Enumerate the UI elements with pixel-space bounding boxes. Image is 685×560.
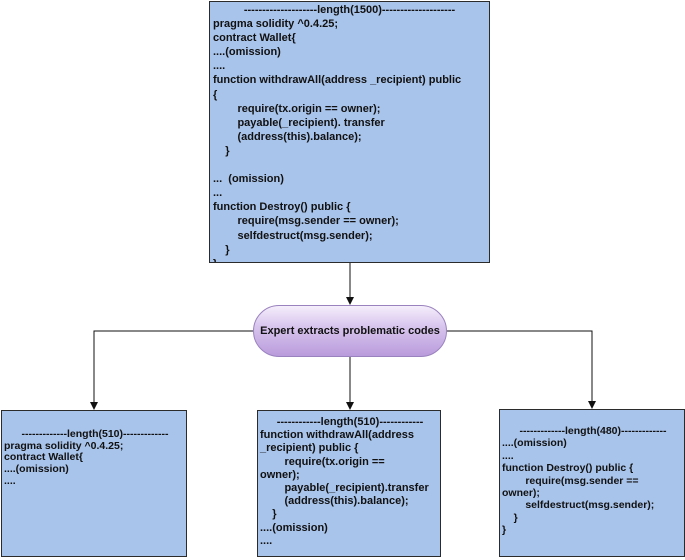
source-code-box: --------------------length(1500)--------… (209, 1, 490, 263)
code-line: owner); (260, 468, 300, 481)
code-line: --------------------length(1500)--------… (243, 4, 456, 16)
code-line: ....(omission) (213, 46, 281, 59)
code-line: function withdrawAll(address _recipient)… (213, 74, 462, 87)
code-line: .... (260, 534, 273, 547)
code-line: { (213, 88, 218, 101)
code-line: } (213, 243, 230, 256)
code-line: -------------length(480)------------- (519, 425, 667, 437)
arrow-process-to-right (447, 330, 596, 409)
code-line: ... (213, 187, 223, 200)
code-line: contract Wallet{ (213, 32, 296, 45)
code-line: .... (502, 449, 514, 462)
fragment-box-left: -------------length(510)------------- pr… (1, 410, 187, 557)
code-line: -------------length(510)------------- (21, 428, 169, 440)
process-node: Expert extracts problematic codes (253, 305, 447, 357)
code-line: } (213, 144, 230, 157)
code-line: payable(_recipient). transfer (213, 116, 385, 129)
code-line: function Destroy() public { (502, 462, 634, 475)
code-line: payable(_recipient).transfer (260, 482, 429, 495)
code-line: ....(omission) (4, 463, 69, 476)
code-line: function withdrawAll(address (260, 429, 415, 442)
code-line: selfdestruct(msg.sender); (213, 229, 373, 242)
code-line: .... (4, 474, 16, 487)
code-line: require(tx.origin == owner); (213, 102, 381, 115)
code-line: pragma solidity ^0.4.25; (213, 18, 339, 31)
fragment-box-middle: ------------length(510)------------ func… (257, 410, 441, 557)
code-line: require(msg.sender == owner); (213, 215, 399, 228)
fragment-box-right: -------------length(480)------------- ..… (499, 409, 685, 557)
code-line: pragma solidity ^0.4.25; (4, 439, 124, 452)
code-line: ... (omission) (213, 173, 284, 186)
code-line (213, 158, 489, 172)
code-line: ------------length(510)------------ (276, 416, 424, 428)
code-line: _recipient) public { (260, 442, 359, 455)
code-line: ....(omission) (502, 437, 567, 450)
code-line: } (213, 257, 489, 262)
code-line: ....(omission) (260, 521, 328, 534)
process-label: Expert extracts problematic codes (260, 325, 440, 337)
code-line: selfdestruct(msg.sender); (502, 499, 655, 512)
code-line: contract Wallet{ (4, 451, 83, 464)
code-line: } (502, 511, 518, 524)
arrow-process-to-left (90, 330, 253, 410)
code-line: (address(this).balance); (213, 130, 362, 143)
code-line: .... (213, 60, 226, 73)
code-line: owner); (502, 487, 540, 500)
code-line: require(msg.sender == (502, 474, 639, 487)
code-line: } (260, 508, 277, 521)
code-line: (address(this).balance); (260, 495, 409, 508)
code-line: } (502, 524, 507, 537)
code-line: require(tx.origin == (260, 455, 385, 468)
code-line: function Destroy() public { (213, 201, 351, 214)
